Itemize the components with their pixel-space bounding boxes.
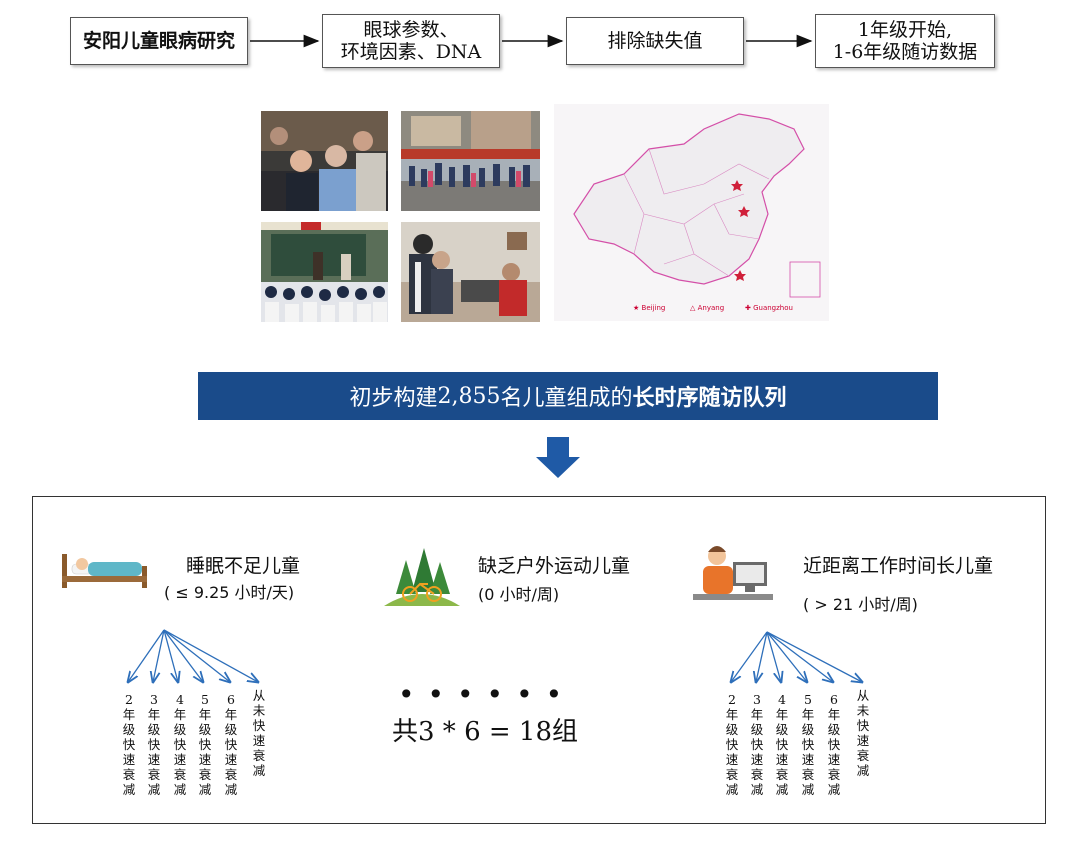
map-legend-beijing-label: Beijing: [641, 304, 666, 312]
map-legend-guangzhou-label: Guangzhou: [753, 304, 793, 312]
flow-step-followup-line1: 1年级开始,: [857, 19, 953, 41]
flow-step-followup: 1年级开始, 1-6年级随访数据: [815, 14, 995, 68]
computer-work-icon: [693, 546, 773, 600]
down-arrow-icon: [536, 437, 580, 478]
photo-researchers: [261, 111, 388, 211]
china-map-image: [554, 104, 829, 321]
flow-step-exclude: 排除缺失值: [566, 17, 744, 65]
guangzhou-star-icon: [734, 270, 746, 281]
right-fan-arrows: [731, 631, 862, 682]
flow-step-params-line1: 眼球参数、: [363, 19, 459, 41]
photo-schoolyard-image: [401, 111, 540, 211]
banner-emphasis: 长时序随访队列: [632, 386, 787, 411]
photo-eye-exam: [401, 222, 540, 322]
banner-prefix: 初步构建: [349, 386, 438, 411]
flow-step-followup-line2: 1-6年级随访数据: [832, 41, 978, 63]
category-nearwork-subtitle: ( > 21 小时/周): [803, 595, 918, 614]
right-subgroup-6: 从未快速衰减: [856, 688, 870, 778]
photo-classroom-image: [261, 222, 388, 322]
china-map: [554, 104, 829, 321]
map-legend-anyang: △ Anyang: [690, 304, 725, 312]
category-nearwork-title: 近距离工作时间长儿童: [803, 555, 994, 577]
flow-step-study: 安阳儿童眼病研究: [70, 17, 248, 65]
category-outdoor-title: 缺乏户外运动儿童: [478, 555, 631, 577]
photo-schoolyard: [401, 111, 540, 211]
subgroup-panel: [32, 496, 1046, 824]
banner-middle: 名儿童组成的: [500, 386, 633, 411]
anyang-star-icon: [738, 206, 750, 217]
category-sleep-subtitle: ( ≤ 9.25 小时/天): [164, 583, 295, 602]
category-sleep-title: 睡眠不足儿童: [186, 555, 301, 577]
flow-step-params: 眼球参数、 环境因素、DNA: [322, 14, 500, 68]
map-legend-guangzhou: ✚ Guangzhou: [745, 304, 793, 312]
map-legend-beijing: ★ Beijing: [633, 304, 666, 312]
photo-eye-exam-image: [401, 222, 540, 322]
cohort-banner: 初步构建 2,855 名儿童组成的 长时序随访队列: [198, 372, 938, 420]
flow-step-exclude-label: 排除缺失值: [607, 30, 703, 52]
photo-classroom: [261, 222, 388, 322]
group-formula: 共3 * 6 = 18组: [392, 717, 579, 747]
banner-count: 2,855: [437, 383, 501, 409]
left-subgroup-6: 从未快速衰减: [252, 688, 266, 778]
flow-step-params-line2: 环境因素、DNA: [340, 41, 482, 63]
ellipsis-dots: ••••••: [398, 678, 576, 711]
left-fan-arrows: [128, 629, 258, 682]
beijing-star-icon: [731, 180, 743, 191]
category-outdoor-subtitle: (0 小时/周): [478, 585, 560, 604]
flow-step-study-label: 安阳儿童眼病研究: [82, 30, 235, 52]
bed-icon: [62, 554, 147, 588]
outdoor-bike-icon: [384, 548, 460, 606]
map-legend-anyang-label: Anyang: [697, 304, 725, 312]
photo-researchers-image: [261, 111, 388, 211]
